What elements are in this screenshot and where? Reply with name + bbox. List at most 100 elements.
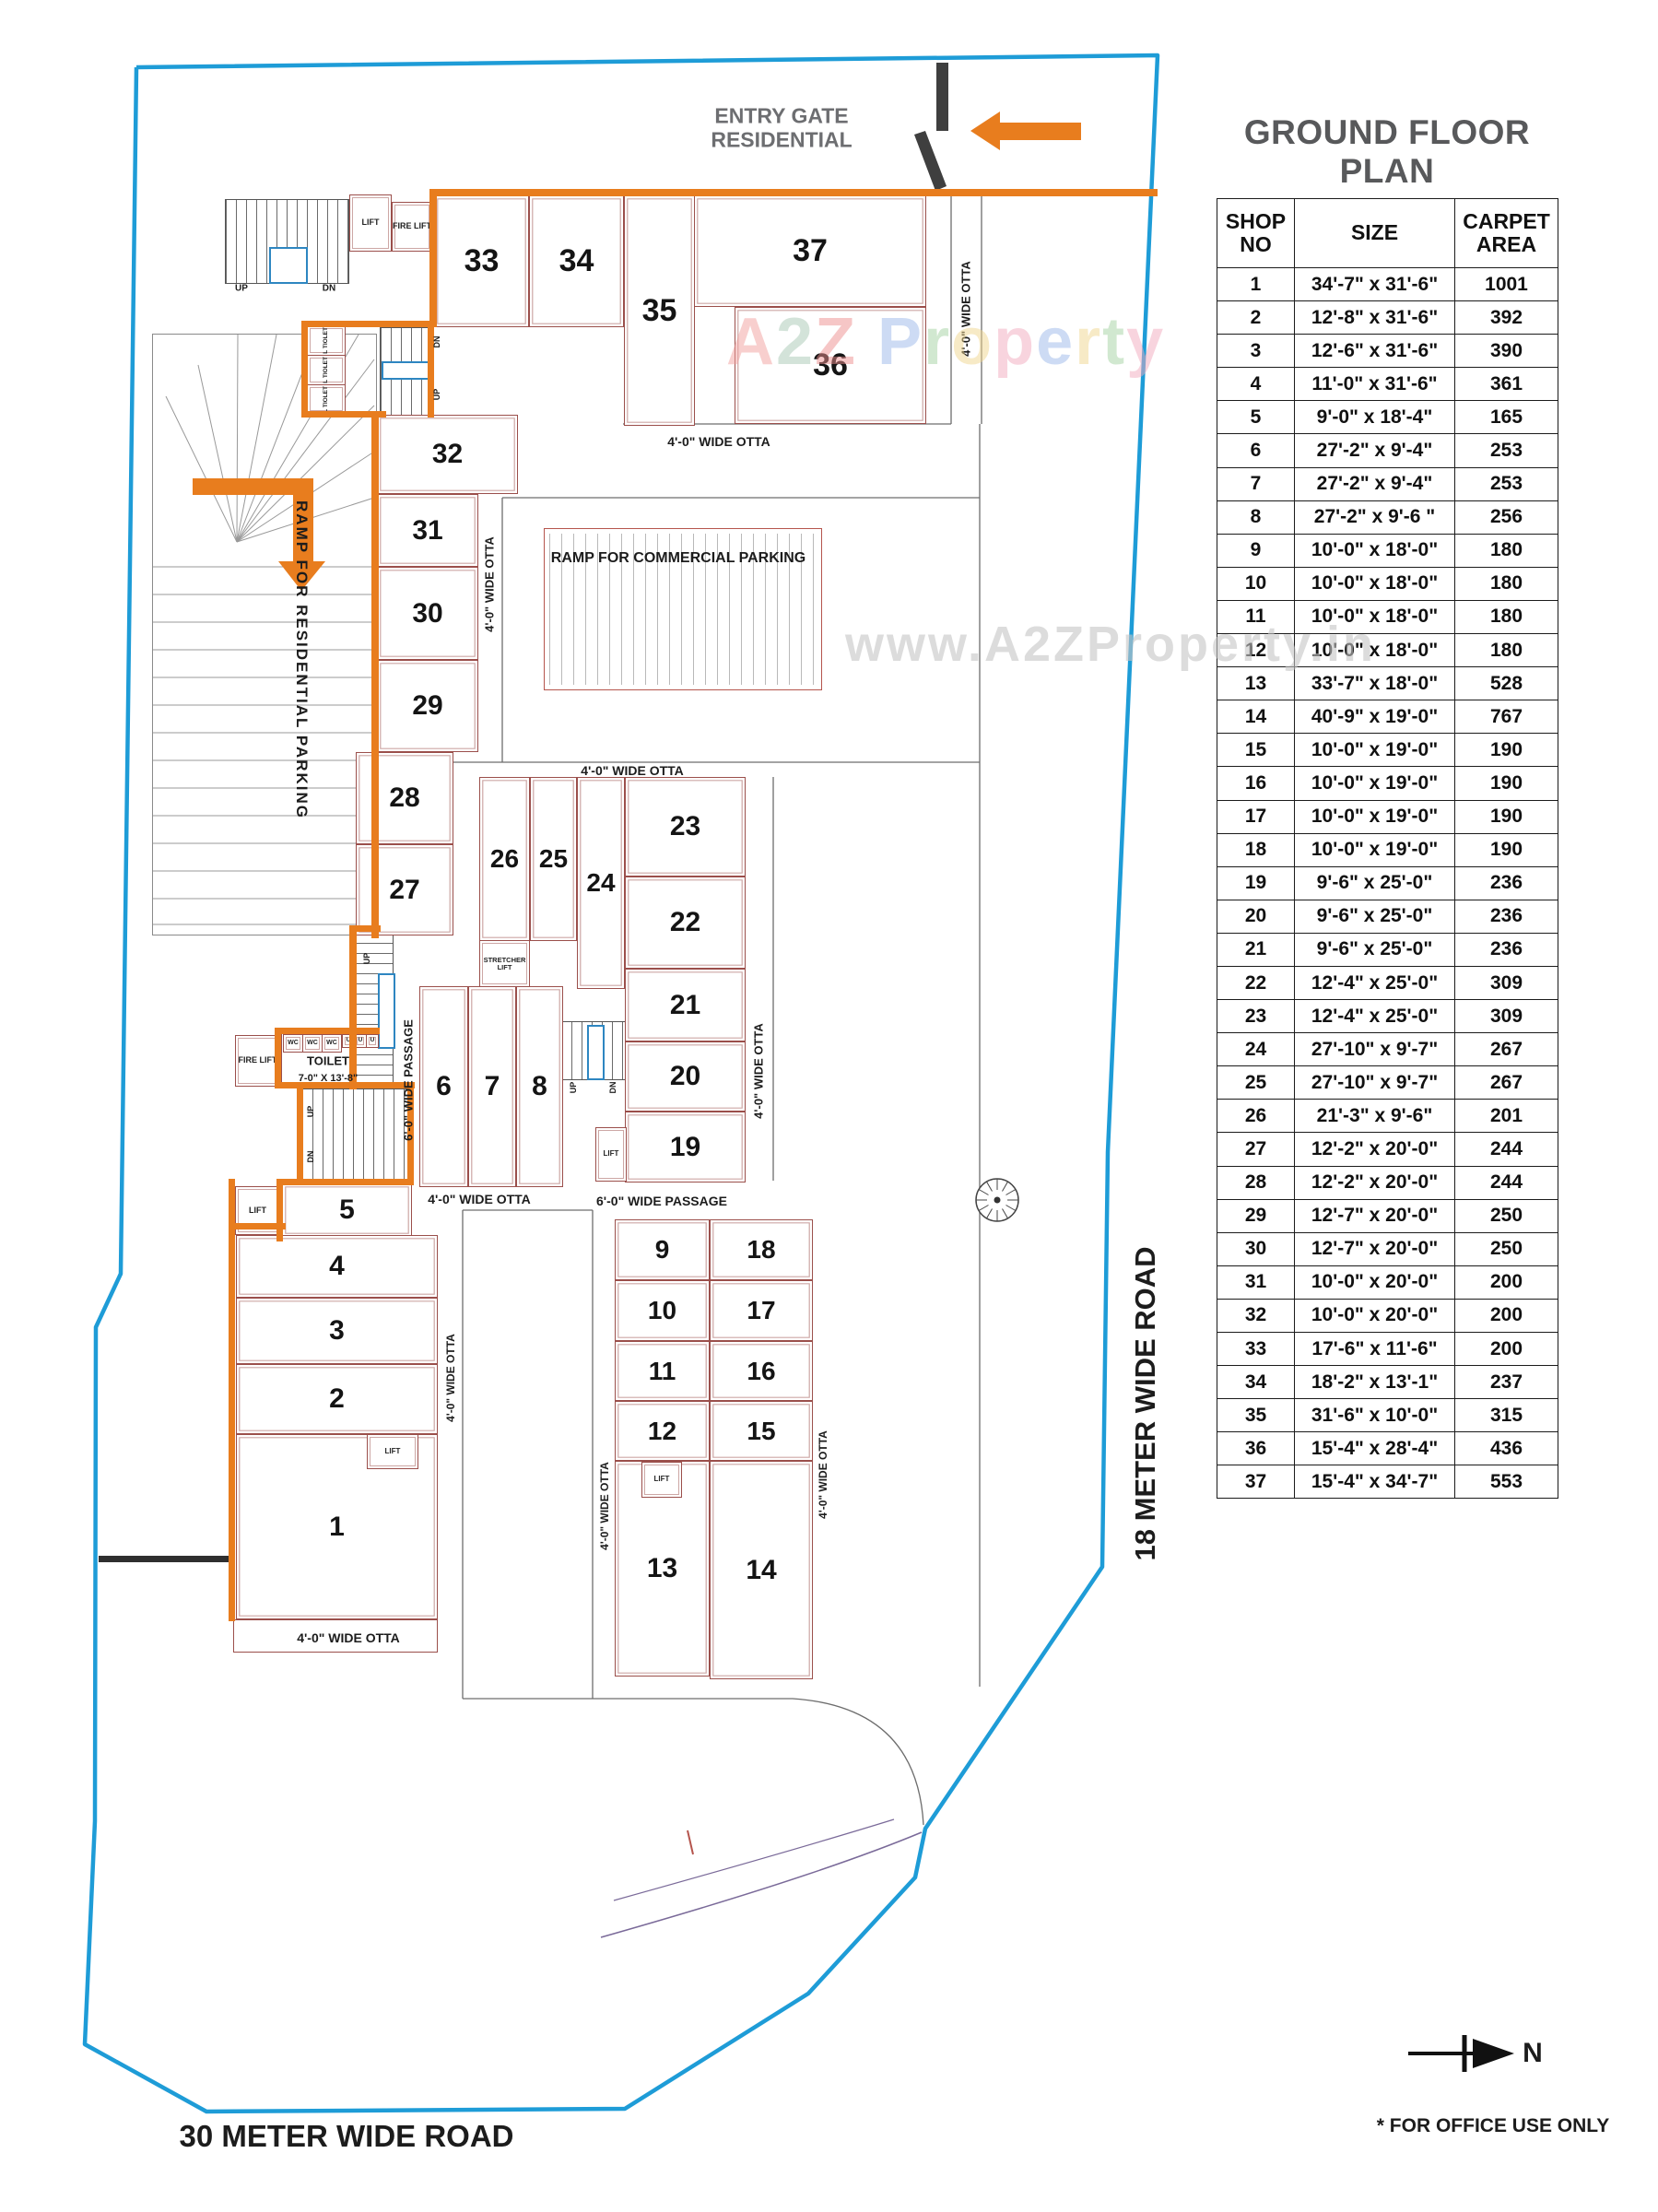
column-header: SIZE bbox=[1294, 198, 1455, 268]
shop-27: 27 bbox=[356, 844, 453, 935]
orange-wall bbox=[229, 1223, 286, 1230]
plan-label: 4'-0" WIDE OTTA bbox=[444, 1334, 457, 1422]
shop-6: 6 bbox=[419, 986, 468, 1187]
plan-label: RAMP FOR RESIDENTIAL PARKING bbox=[293, 500, 311, 819]
toilet-cell: L TIOLET bbox=[307, 355, 346, 385]
shop-31: 31 bbox=[377, 494, 478, 567]
plan-label: N bbox=[1523, 2038, 1543, 2068]
urinal-cell: U bbox=[366, 1034, 379, 1048]
plan-label: 18 METER WIDE ROAD bbox=[1129, 1246, 1161, 1561]
plan-label: UP bbox=[235, 283, 248, 294]
entry-arrow-icon bbox=[970, 112, 1081, 150]
plan-label: UP bbox=[306, 1105, 315, 1118]
logo-letter: t bbox=[1102, 305, 1127, 379]
orange-wall bbox=[229, 1179, 235, 1229]
shop-25: 25 bbox=[530, 777, 577, 941]
shop-34: 34 bbox=[529, 195, 624, 327]
orange-wall bbox=[429, 189, 437, 327]
curved-wall bbox=[600, 1818, 923, 1938]
shop-11: 11 bbox=[615, 1341, 710, 1401]
shop-12: 12 bbox=[615, 1401, 710, 1461]
lift: LIFT bbox=[595, 1127, 627, 1182]
logo-letter: e bbox=[1036, 305, 1076, 379]
urinal-cell-label: U bbox=[358, 1037, 363, 1044]
stretcher-lift: STRETCHER LIFT bbox=[479, 940, 530, 987]
plan-label: UP bbox=[569, 1081, 578, 1094]
wc-cell: WC bbox=[302, 1034, 323, 1053]
lift: LIFT bbox=[367, 1434, 418, 1469]
shop-18: 18 bbox=[710, 1219, 813, 1280]
logo-letter bbox=[857, 305, 877, 379]
logo-letter: Z bbox=[815, 305, 858, 379]
logo-letter: P bbox=[877, 305, 924, 379]
lift: LIFT bbox=[349, 194, 392, 252]
plan-area bbox=[544, 528, 822, 690]
shop-24: 24 bbox=[577, 777, 625, 989]
plan-label: RAMP FOR COMMERCIAL PARKING bbox=[550, 550, 806, 566]
url-watermark: www.A2ZProperty.in bbox=[844, 617, 1377, 672]
plan-label: 4'-0" WIDE OTTA bbox=[581, 763, 684, 778]
orange-wall bbox=[297, 1082, 303, 1185]
logo-letter: y bbox=[1126, 305, 1166, 379]
shop-30: 30 bbox=[377, 567, 478, 660]
orange-wall bbox=[229, 1229, 235, 1621]
plan-label: 6'-0" WIDE PASSAGE bbox=[401, 1019, 416, 1141]
lift: LIFT bbox=[641, 1462, 682, 1498]
shop-17: 17 bbox=[710, 1280, 813, 1341]
plan-area bbox=[152, 334, 377, 935]
orange-wall bbox=[276, 1182, 283, 1241]
plan-label: * FOR OFFICE USE ONLY bbox=[1376, 2115, 1610, 2136]
column-header: CARPET AREA bbox=[1454, 198, 1558, 268]
logo-letter: o bbox=[951, 305, 994, 379]
fire-lift-label: FIRE LIFT bbox=[238, 1055, 277, 1065]
orange-wall bbox=[429, 189, 1158, 196]
shop-22: 22 bbox=[625, 877, 746, 969]
plan-label: 7-0" X 13'-8" bbox=[298, 1073, 359, 1084]
residential-ramp-arrow-icon bbox=[193, 478, 325, 591]
wc-cell: WC bbox=[322, 1034, 342, 1053]
lift-label: LIFT bbox=[361, 218, 380, 228]
lift-label: LIFT bbox=[384, 1446, 401, 1455]
shop-28: 28 bbox=[356, 752, 453, 844]
stair-landing bbox=[378, 973, 395, 1049]
stretcher-lift-label: STRETCHER LIFT bbox=[483, 955, 526, 971]
stair bbox=[225, 199, 349, 284]
plan-label: 4'-0" WIDE OTTA bbox=[428, 1192, 531, 1206]
shop-8: 8 bbox=[516, 986, 563, 1187]
plan-label: TOILET bbox=[307, 1053, 349, 1068]
shop-15: 15 bbox=[710, 1401, 813, 1461]
plan-label: 4'-0" WIDE OTTA bbox=[297, 1630, 400, 1645]
toilet-cell: L TIOLET bbox=[307, 384, 346, 414]
plan-label: 30 METER WIDE ROAD bbox=[179, 2119, 514, 2153]
shop-21: 21 bbox=[625, 969, 746, 1041]
stair bbox=[301, 1088, 413, 1181]
plan-label: 4'-0" WIDE OTTA bbox=[667, 434, 770, 449]
logo-letter: A bbox=[726, 305, 776, 379]
column-header: SHOP NO bbox=[1217, 198, 1295, 268]
fire-lift: FIRE LIFT bbox=[235, 1035, 280, 1087]
urinal-cell-label: U bbox=[346, 1037, 351, 1044]
shop-5: 5 bbox=[282, 1183, 412, 1237]
shop-16: 16 bbox=[710, 1341, 813, 1401]
